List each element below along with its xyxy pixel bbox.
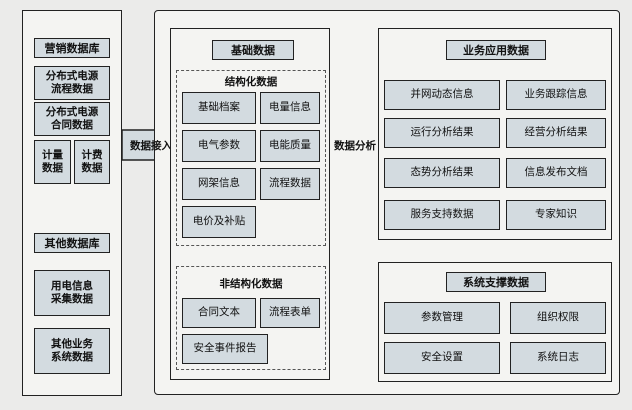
structured-item-4: 电能质量 [260,130,320,162]
system-item-4: 系统日志 [510,342,606,374]
other-item-2: 其他业务 系统数据 [34,328,110,374]
analysis-arrow-label: 数据分析 [334,140,376,152]
unstructured-item-2: 流程表单 [260,298,320,328]
other-db-title: 其他数据库 [34,233,110,253]
ingest-arrow-label: 数据接入 [130,140,172,152]
marketing-item-3: 计量 数据 [34,140,71,184]
system-item-3: 安全设置 [384,342,500,374]
business-item-4: 经营分析结果 [506,118,606,148]
business-item-7: 服务支持数据 [384,200,500,230]
unstructured-group-title: 非结构化数据 [219,278,283,290]
business-item-8: 专家知识 [506,200,606,230]
structured-item-5: 网架信息 [182,168,256,200]
structured-group [176,70,326,246]
structured-group-title: 结构化数据 [224,76,278,88]
structured-item-1: 基础档案 [182,92,256,124]
business-item-2: 业务跟踪信息 [506,80,606,110]
unstructured-group [176,266,326,370]
business-item-5: 态势分析结果 [384,158,500,188]
system-item-2: 组织权限 [510,302,606,334]
structured-item-2: 电量信息 [260,92,320,124]
structured-item-7: 电价及补贴 [182,206,256,238]
other-item-1: 用电信息 采集数据 [34,270,110,316]
structured-item-3: 电气参数 [182,130,256,162]
marketing-db-title: 营销数据库 [34,38,110,58]
business-item-1: 并网动态信息 [384,80,500,110]
structured-item-6: 流程数据 [260,168,320,200]
marketing-item-4: 计费 数据 [74,140,110,184]
business-data-title: 业务应用数据 [446,40,546,60]
unstructured-item-3: 安全事件报告 [182,334,268,364]
system-data-title: 系统支撑数据 [446,272,546,292]
business-item-6: 信息发布文档 [506,158,606,188]
business-item-3: 运行分析结果 [384,118,500,148]
marketing-item-1: 分布式电源 流程数据 [34,66,110,100]
marketing-item-2: 分布式电源 合同数据 [34,102,110,136]
basic-data-title: 基础数据 [212,40,294,60]
unstructured-item-1: 合同文本 [182,298,256,328]
system-item-1: 参数管理 [384,302,500,334]
